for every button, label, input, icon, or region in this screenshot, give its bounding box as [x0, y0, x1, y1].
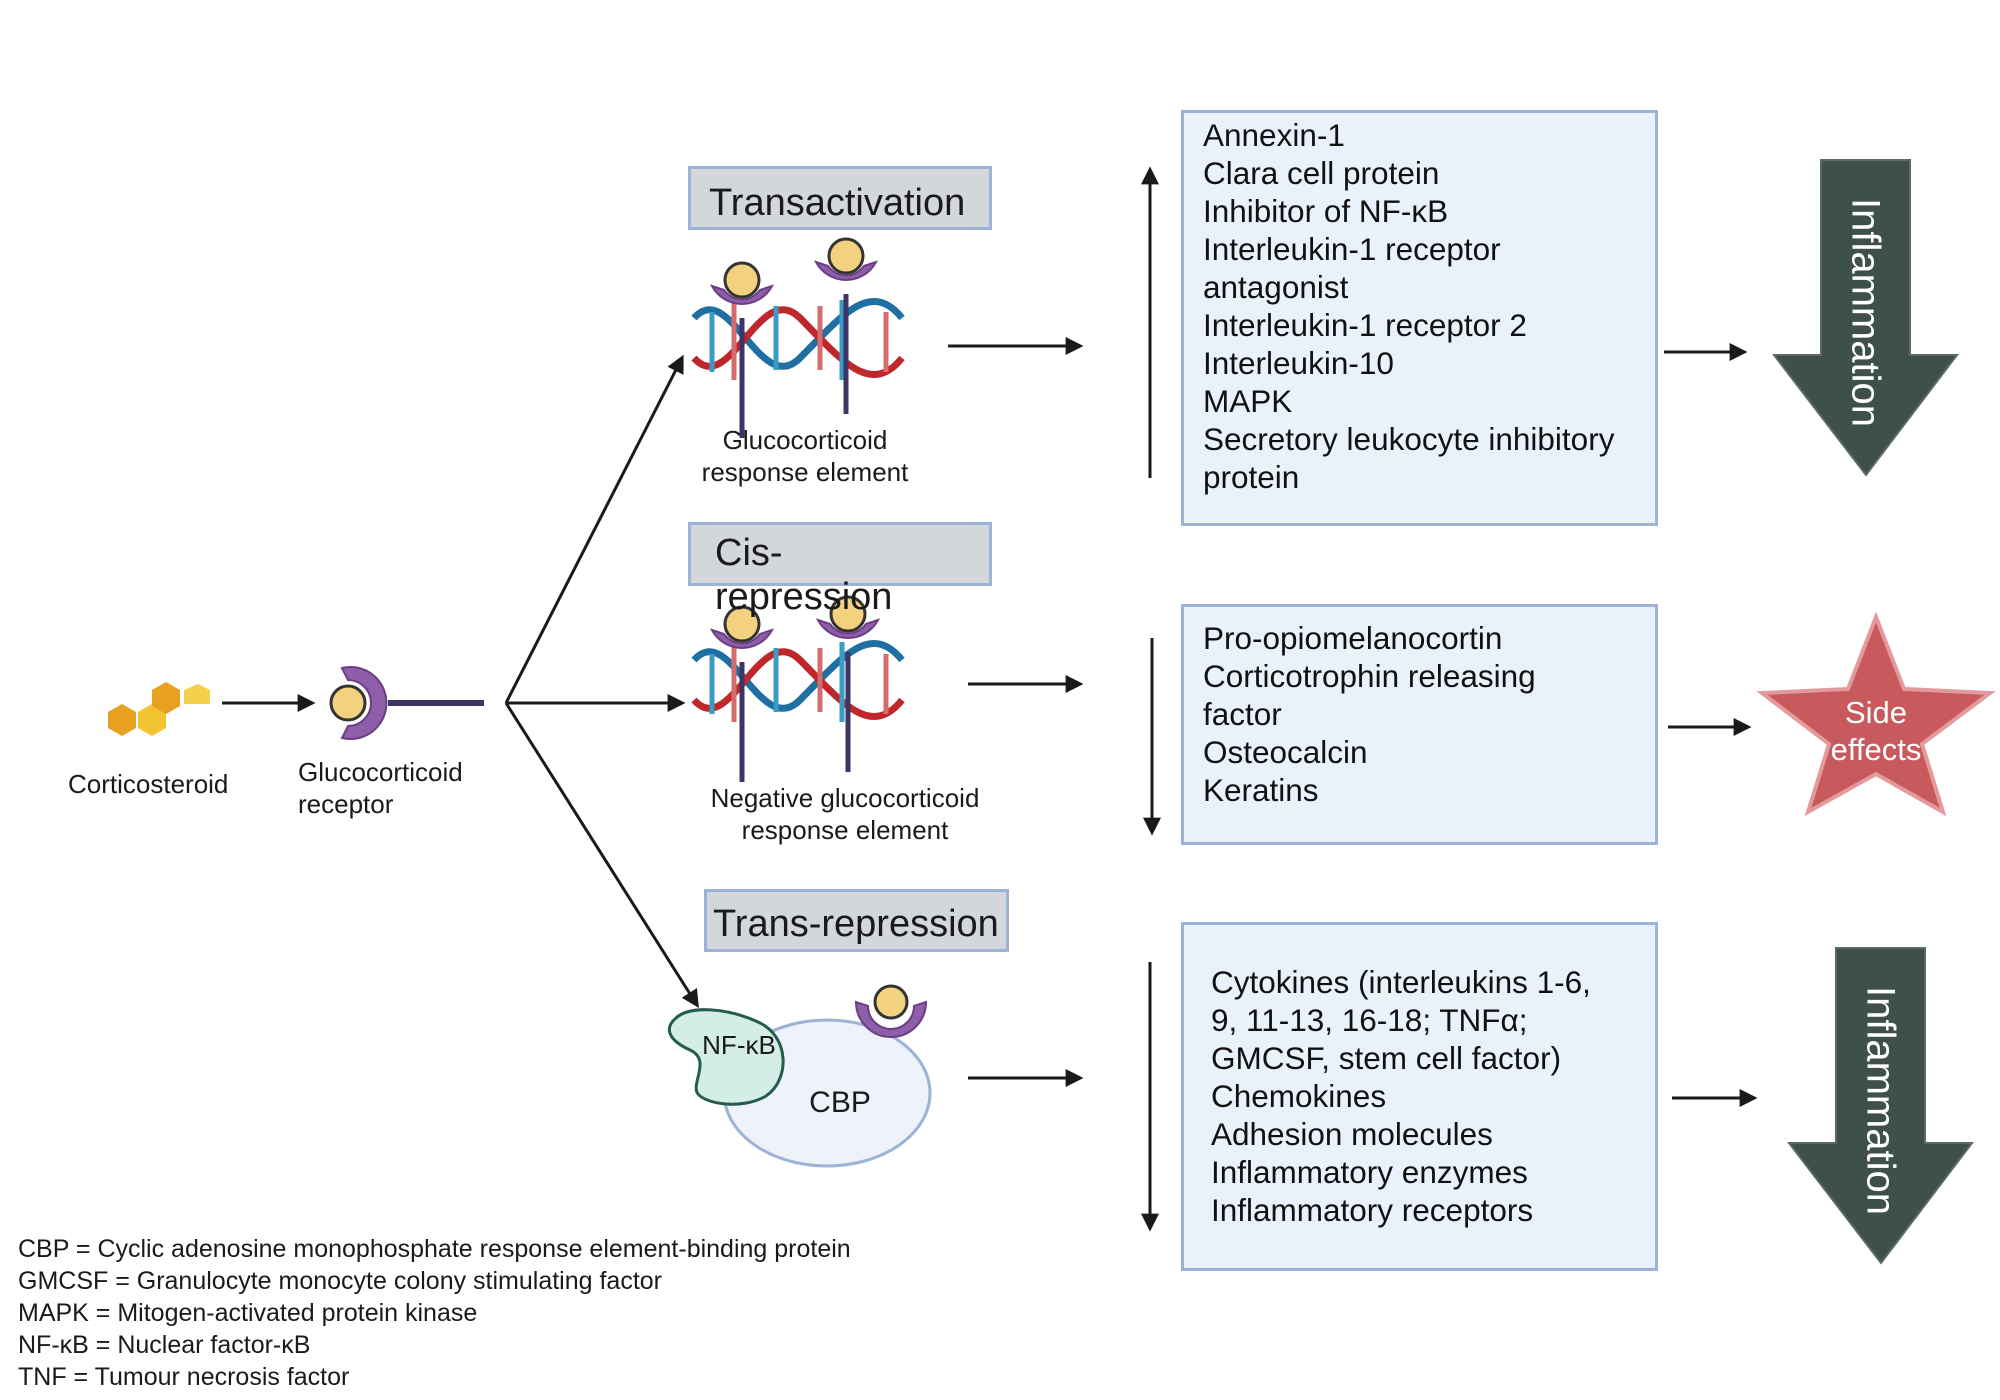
product-item: Osteocalcin [1203, 734, 1368, 770]
legend-item: NF-κB = Nuclear factor-κB [18, 1331, 311, 1359]
product-item: Inhibitor of NF-κB [1203, 193, 1449, 229]
product-item: Interleukin-1 receptor antagonist [1203, 231, 1501, 305]
dna-element-label: Negative glucocorticoid response element [710, 783, 980, 845]
mechanism-title-text: Cis-repression [715, 532, 893, 618]
mechanism-title: Cis-repression [688, 522, 992, 618]
product-item: Interleukin-10 [1203, 345, 1394, 381]
corticosteroid-icon [108, 682, 210, 736]
receptor-label: Glucocorticoid receptor [298, 757, 463, 819]
mechanism-title: Trans-repression [704, 889, 1009, 952]
product-item: Interleukin-1 receptor 2 [1203, 307, 1527, 343]
dna-element-label: Glucocorticoid response element [701, 425, 909, 487]
cbp-complex-icon [667, 984, 932, 1168]
product-item: Corticotrophin releasing factor [1203, 658, 1536, 732]
legend-item: CBP = Cyclic adenosine monophosphate res… [18, 1235, 851, 1263]
inflammation-down-arrow [1771, 159, 1960, 477]
product-item: Inflammatory receptors [1211, 1192, 1534, 1228]
product-item: Pro-opiomelanocortin [1203, 620, 1503, 656]
product-item: Annexin-1 [1203, 117, 1345, 153]
product-item: Adhesion molecules [1211, 1116, 1493, 1152]
product-item: MAPK [1203, 383, 1293, 419]
product-item: Inflammatory enzymes [1211, 1154, 1528, 1190]
legend-item: MAPK = Mitogen-activated protein kinase [18, 1299, 478, 1327]
products-box: Pro-opiomelanocortin Corticotrophin rele… [1181, 604, 1658, 845]
abbreviation-legend: CBP = Cyclic adenosine monophosphate res… [18, 1233, 851, 1393]
legend-item: TNF = Tumour necrosis factor [18, 1363, 350, 1391]
corticosteroid-label: Corticosteroid [68, 769, 229, 799]
product-item: Clara cell protein [1203, 155, 1440, 191]
inflammation-down-arrow [1786, 947, 1975, 1265]
product-item: Chemokines [1211, 1078, 1387, 1114]
products-box: Annexin-1 Clara cell protein Inhibitor o… [1181, 110, 1658, 526]
product-item: Secretory leukocyte inhibitory protein [1203, 421, 1615, 495]
nfkb-label: NF-κB [702, 1030, 776, 1060]
dna-helix-icon [691, 597, 905, 782]
dna-helix-icon [691, 239, 905, 438]
mechanism-title: Transactivation [688, 166, 992, 230]
outcome-label: Inflammation [1858, 986, 1903, 1215]
glucocorticoid-receptor-icon [329, 666, 484, 740]
pathway-arrows [222, 166, 1758, 1232]
outcome-label: Inflammation [1843, 198, 1888, 427]
cbp-label: CBP [809, 1086, 871, 1119]
product-item: Cytokines (interleukins 1-6, 9, 11-13, 1… [1211, 964, 1591, 1076]
outcome-label: Side effects [1830, 695, 1922, 767]
legend-item: GMCSF = Granulocyte monocyte colony stim… [18, 1267, 663, 1295]
product-item: Keratins [1203, 772, 1319, 808]
products-box: Cytokines (interleukins 1-6, 9, 11-13, 1… [1181, 922, 1658, 1271]
side-effects-star [1756, 611, 1996, 817]
